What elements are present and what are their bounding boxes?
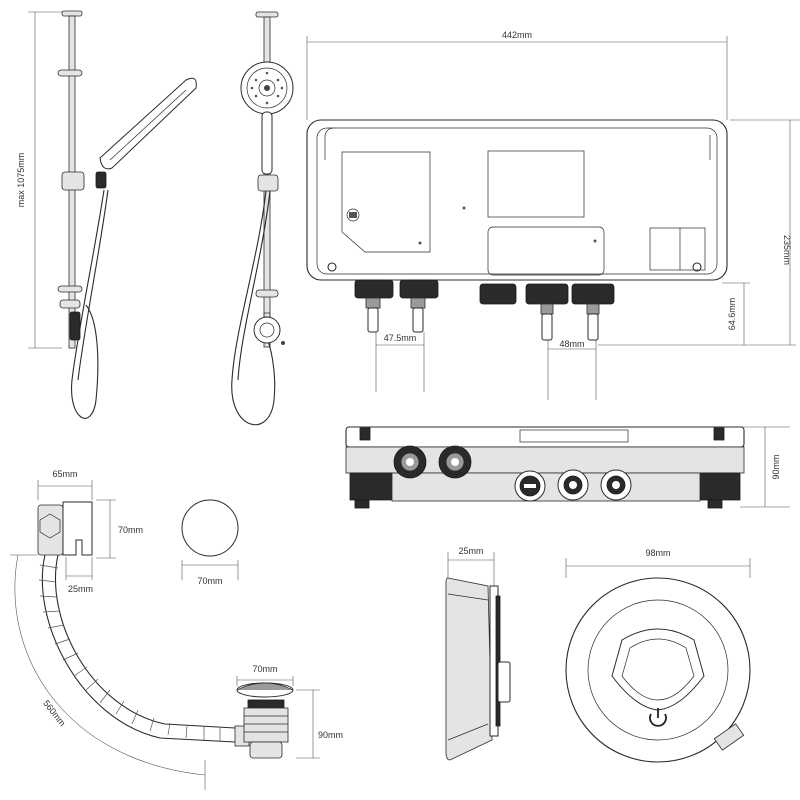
- overflow-width-label: 65mm: [52, 469, 77, 479]
- unit-depth-label: 90mm: [771, 454, 781, 479]
- shower-riser-side-view: [231, 11, 294, 426]
- inlet-spacing-right-label: 48mm: [559, 339, 584, 349]
- unit-height-label: 235mm: [782, 235, 792, 265]
- cap-diameter-label: 70mm: [197, 576, 222, 586]
- power-icon[interactable]: [649, 708, 667, 727]
- controller-side-view: 25mm: [445, 546, 511, 761]
- bath-overflow-assembly: 65mm 70mm 25mm 70mm: [10, 469, 343, 790]
- unit-front-view: 442mm 235mm 64.6mm: [306, 30, 800, 400]
- unit-width-label: 442mm: [502, 30, 532, 40]
- waste-height-label: 90mm: [318, 730, 343, 740]
- unit-bottom-view: 90mm: [345, 426, 790, 509]
- overflow-outlet-label: 25mm: [68, 584, 93, 594]
- controller-diameter-label: 98mm: [645, 548, 670, 558]
- controller-front-view: 98mm: [565, 548, 751, 763]
- waste-width-label: 70mm: [252, 664, 277, 674]
- inlet-spacing-left-label: 47.5mm: [384, 333, 417, 343]
- shower-riser-front-view: max 1075mm: [16, 10, 197, 419]
- inlet-height-label: 64.6mm: [727, 298, 737, 331]
- overflow-height-label: 70mm: [118, 525, 143, 535]
- shower-height-label: max 1075mm: [16, 153, 26, 208]
- controller-depth-label: 25mm: [458, 546, 483, 556]
- hose-length-label: 560mm: [41, 698, 67, 728]
